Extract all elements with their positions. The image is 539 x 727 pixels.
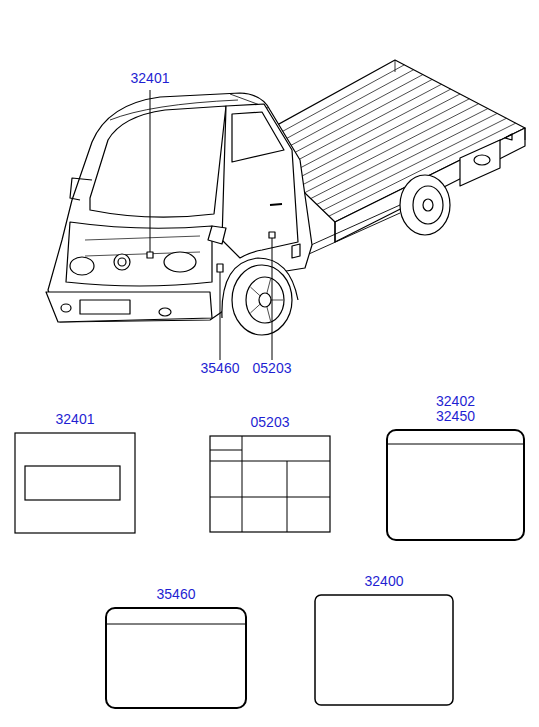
label-plate: 32401 [15, 433, 135, 533]
part-number-heading: 05203 [190, 415, 350, 430]
part-number: 35460 [86, 587, 266, 602]
leader-line [150, 90, 151, 252]
table-label: 05203 [210, 436, 330, 532]
part-number: 32400 [295, 574, 473, 589]
part-number: 32401 [0, 412, 155, 427]
caution-label: 3240232450 [387, 430, 524, 540]
label-plate: 32400 [315, 595, 453, 705]
emblem [114, 254, 130, 270]
part-number: 05203 [190, 415, 350, 430]
bed-side-wall [335, 128, 525, 242]
part-number-heading: 32400 [295, 574, 473, 589]
callout-number: 32401 [131, 71, 170, 86]
cab-door [222, 104, 298, 258]
part-number-heading: 32401 [0, 412, 155, 427]
label-outline [14, 432, 136, 534]
mirror [70, 178, 92, 200]
leader-line [272, 238, 273, 360]
part-number-heading: 3240232450 [367, 394, 539, 424]
front-bumper [46, 292, 212, 322]
caution-label: 35460 [106, 608, 246, 708]
front-wheel [232, 265, 292, 335]
callout-number: 05203 [253, 361, 292, 376]
rear-wheel [400, 175, 450, 235]
part-number: 32402 [367, 394, 539, 409]
rear-panel [460, 140, 500, 186]
label-position-mark [147, 252, 153, 258]
door-window [232, 112, 284, 162]
label-outline [209, 435, 331, 533]
label-outline [105, 607, 247, 709]
callout-number: 35460 [201, 361, 240, 376]
leader-line [220, 272, 221, 360]
windshield [90, 106, 226, 217]
front-grille [66, 222, 212, 286]
label-outline [386, 429, 525, 541]
part-number: 32450 [367, 409, 539, 424]
label-position-mark [269, 232, 275, 238]
part-number-heading: 35460 [86, 587, 266, 602]
label-position-mark [217, 264, 223, 272]
label-outline [314, 594, 454, 706]
